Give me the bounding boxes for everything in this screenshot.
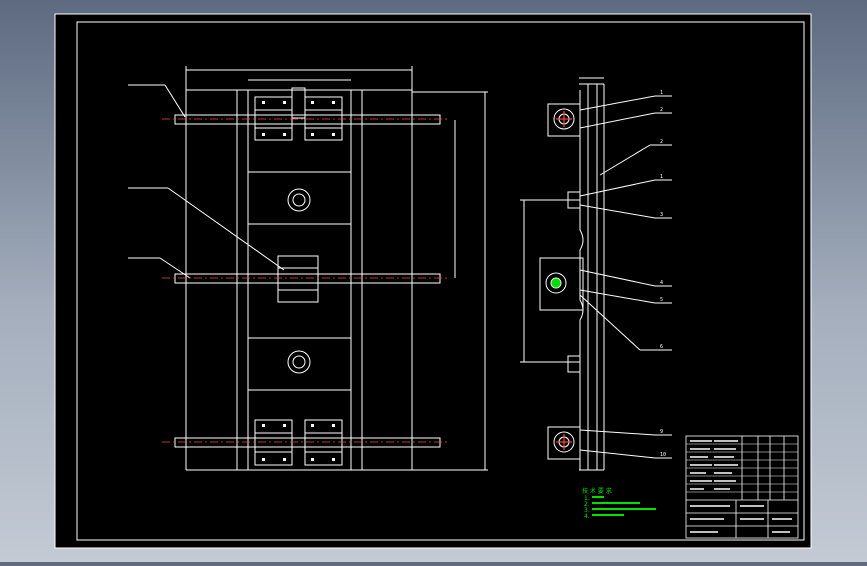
notes-scribble: [592, 496, 656, 516]
notes-heading: 技 术 要 求: [582, 487, 612, 495]
drawing-sheet: [54, 13, 812, 549]
part-number-label: 2: [660, 139, 663, 145]
part-number-label: 4: [660, 280, 663, 286]
note-line-2: 2.: [584, 501, 590, 508]
part-number-label: 6: [660, 344, 663, 350]
front-view: [128, 66, 488, 471]
note-line-3: 3.: [584, 507, 590, 514]
side-view: [520, 77, 672, 471]
part-number-label: 2: [660, 107, 663, 113]
title-block-scribble: [690, 440, 792, 533]
title-block-rows: [686, 443, 798, 493]
technical-notes: 技 术 要 求 1. 2. 3. 4.: [582, 487, 612, 520]
side-view-part-numbers: 1 2 2 1 3 4 5 6 9 10: [660, 90, 666, 458]
part-number-label: 5: [660, 297, 663, 303]
note-line-4: 4.: [584, 513, 590, 520]
part-number-label: 10: [660, 452, 666, 458]
part-number-label: 1: [660, 174, 663, 180]
part-number-label: 1: [660, 90, 663, 96]
drawing-border: [76, 21, 805, 541]
note-line-1: 1.: [584, 495, 590, 502]
part-number-label: 9: [660, 429, 663, 435]
part-number-label: 3: [660, 212, 663, 218]
front-view-bolts: [262, 101, 335, 461]
side-view-centers: [551, 111, 572, 450]
